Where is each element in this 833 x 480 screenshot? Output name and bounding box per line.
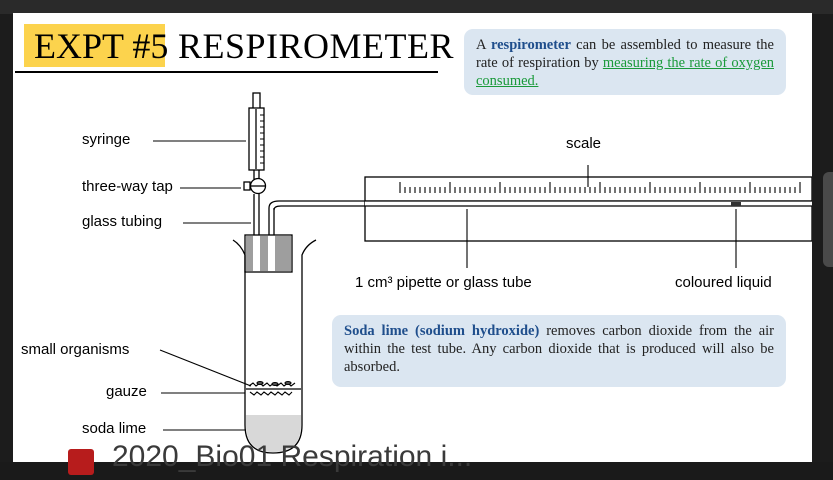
scale-drawing — [364, 176, 812, 242]
note2-keyword: Soda lime (sodium hydroxide) — [344, 323, 540, 339]
window-top-strip — [0, 0, 833, 14]
label-scale: scale — [566, 135, 602, 152]
oxygen-link[interactable]: measuring the rate of oxygen consumed. — [476, 55, 774, 89]
respirometer-diagram — [153, 92, 812, 454]
label-pipette: 1 cm³ pipette or glass tube — [355, 274, 532, 291]
note1-prefix: A — [476, 37, 491, 53]
taskbar-strip — [0, 462, 833, 480]
syringe-drawing — [248, 92, 265, 179]
label-coloured-liquid: coloured liquid — [675, 274, 772, 291]
pdf-file-icon — [68, 449, 94, 475]
label-gauze: gauze — [106, 383, 147, 400]
note1-keyword: respirometer — [490, 37, 571, 53]
respirometer-note: A respirometer can be assembled to measu… — [464, 29, 786, 95]
three-way-tap-drawing — [243, 177, 267, 195]
side-panel-handle[interactable] — [823, 172, 833, 267]
note2-body: removes carbon dioxide from the air with… — [344, 323, 774, 375]
title-underline — [15, 71, 438, 73]
presentation-slide: EXPT #5 RESPIROMETER A respirometer can … — [13, 13, 812, 462]
label-three-way-tap: three-way tap — [82, 178, 173, 195]
label-soda-lime: soda lime — [82, 420, 147, 437]
background-file-name[interactable]: 2020_Bio01 Respiration i... — [112, 440, 473, 473]
label-glass-tubing: glass tubing — [82, 213, 163, 230]
note1-middle: can be assembled to measure the rate of … — [476, 37, 774, 71]
label-syringe: syringe — [82, 131, 131, 148]
title-experiment-number: EXPT #5 — [34, 26, 169, 66]
label-small-organisms: small organisms — [21, 341, 130, 358]
soda-lime-note: Soda lime (sodium hydroxide) removes car… — [332, 315, 786, 387]
title-highlight — [24, 24, 165, 67]
coloured-liquid-drop — [731, 202, 741, 206]
title-text: RESPIROMETER — [178, 26, 455, 66]
